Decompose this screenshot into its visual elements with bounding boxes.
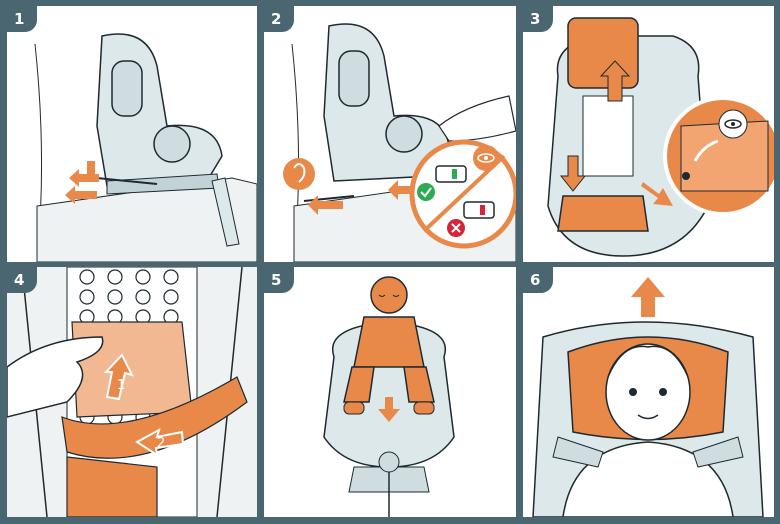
step-1-number: 1 [7, 6, 37, 32]
step-1-illustration [7, 6, 257, 262]
arrow-1-label: 1 [117, 378, 125, 393]
step-3-panel: 3 [523, 6, 774, 262]
child-head [371, 277, 407, 313]
step-4-number: 4 [7, 267, 37, 293]
arrow-2-label: 2 [157, 436, 165, 451]
step-2-number: 2 [264, 6, 294, 32]
step-6-illustration [523, 267, 774, 517]
seat-cover-bottom [558, 196, 648, 231]
child-body [354, 317, 424, 367]
step-5-illustration [264, 267, 516, 517]
step-6-number: 6 [523, 267, 553, 293]
step-5-number: 5 [264, 267, 294, 293]
step-1-panel: 1 [7, 6, 257, 262]
step-2-panel: 2 [264, 6, 516, 262]
step-2-illustration [264, 6, 516, 262]
headrest [568, 18, 638, 88]
cover-flap [72, 322, 192, 417]
step-6-panel: 6 [523, 267, 774, 517]
step-4-panel: 1 2 4 [7, 267, 257, 517]
ear-icon [283, 158, 315, 190]
step-3-illustration [523, 6, 774, 262]
ok-check-icon [417, 183, 435, 201]
step-3-number: 3 [523, 6, 553, 32]
step-4-illustration: 1 2 [7, 267, 257, 517]
up-arrow [631, 277, 665, 317]
hand [439, 96, 516, 141]
step-5-panel: 5 [264, 267, 516, 517]
